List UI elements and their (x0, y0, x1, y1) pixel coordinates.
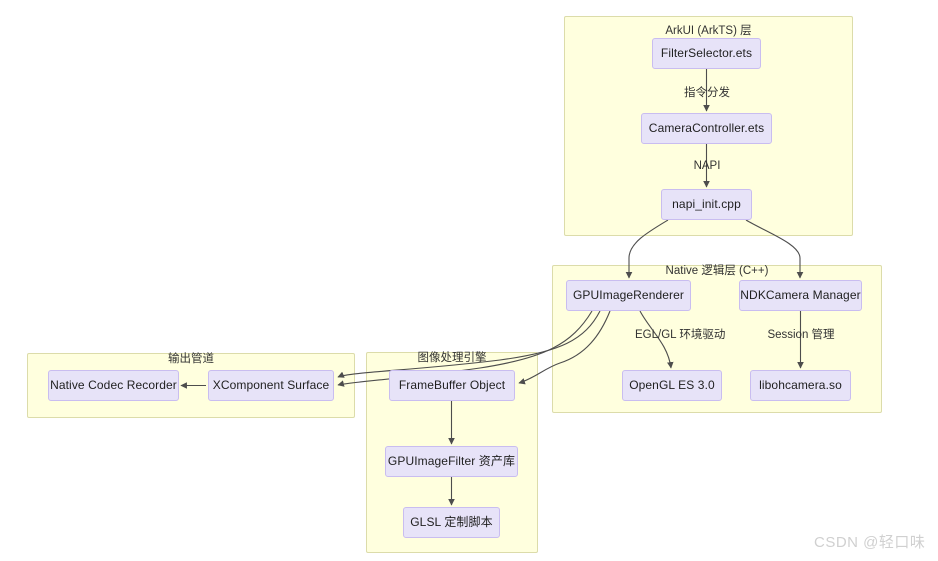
node-glsl-script[interactable]: GLSL 定制脚本 (403, 507, 500, 538)
node-libohcamera[interactable]: libohcamera.so (750, 370, 851, 401)
node-framebuffer-object[interactable]: FrameBuffer Object (389, 370, 515, 401)
cluster-arkui-title: ArkUI (ArkTS) 层 (665, 25, 752, 37)
node-gpu-image-renderer[interactable]: GPUImageRenderer (566, 280, 691, 311)
node-opengl-es[interactable]: OpenGL ES 3.0 (622, 370, 722, 401)
cluster-imaging-title: 图像处理引擎 (417, 352, 487, 364)
cluster-output-title: 输出管道 (168, 353, 214, 365)
watermark: CSDN @轻口味 (814, 534, 926, 551)
edge-label-napi: NAPI (693, 160, 721, 172)
node-native-codec-recorder[interactable]: Native Codec Recorder (48, 370, 179, 401)
node-xcomponent-surface[interactable]: XComponent Surface (208, 370, 334, 401)
node-camera-controller[interactable]: CameraController.ets (641, 113, 772, 144)
edge-label-session-management: Session 管理 (767, 329, 835, 341)
edge-label-egl-gl-driver: EGL/GL 环境驱动 (635, 329, 726, 341)
node-filter-selector[interactable]: FilterSelector.ets (652, 38, 761, 69)
edge-label-command-dispatch: 指令分发 (684, 87, 730, 99)
node-gpu-image-filter[interactable]: GPUImageFilter 资产库 (385, 446, 518, 477)
cluster-native-title: Native 逻辑层 (C++) (665, 265, 769, 277)
node-ndk-camera-manager[interactable]: NDKCamera Manager (739, 280, 862, 311)
node-napi-init[interactable]: napi_init.cpp (661, 189, 752, 220)
